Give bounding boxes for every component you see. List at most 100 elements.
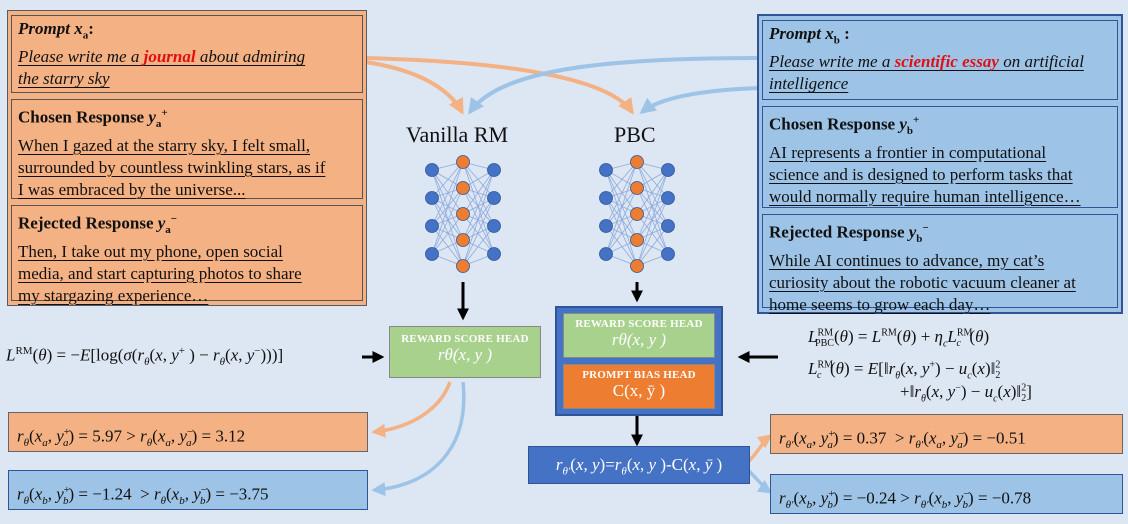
network-edge [636,161,669,199]
network-node [425,191,439,205]
vanilla-rm-label: Vanilla RM [406,122,509,147]
network-edge [636,187,669,227]
reward-head-formula: rθ(x, y ) [611,330,667,349]
vanilla-network-icon [425,155,501,273]
network-node [487,219,501,233]
network-node [599,247,613,261]
network-edge [462,213,495,255]
network-edge [636,213,669,255]
network-edge [431,213,464,255]
prompt-a-box: Prompt xa: Please write me a journal abo… [11,15,363,93]
prompt-bias-head: PROMPT BIAS HEAD C(x, ȳ ) [563,364,715,409]
network-edge [636,169,669,267]
network-edge [462,187,495,227]
network-edge [431,197,464,241]
vanilla-result-a: rθ(xa, y+a) = 5.97 > rθ(xa, y−a) = 3.12 [8,412,368,452]
network-edge [462,161,495,199]
network-node [661,247,675,261]
rejected-a-line: Then, I take out my phone, open social [18,242,283,262]
network-edge [431,161,464,199]
network-node [456,259,470,273]
chosen-a-line: surrounded by countless twinkling stars,… [18,158,326,178]
prompt-a-line-2: the starry sky [18,69,110,89]
network-node [661,163,675,177]
network-edge [431,197,464,267]
network-edge [636,225,669,267]
reward-head-title: REWARD SCORE HEAD [575,318,703,330]
loss-c-equation-line2: +‖rθ(x, y−) − uc(x)‖22] [900,382,1032,405]
network-node [599,219,613,233]
prompt-b-highlight: scientific essay [894,52,999,72]
chosen-b-title: Chosen Response yb+ [769,114,920,138]
prompt-b-line-1: Please write me a scientific essay on ar… [769,52,1084,72]
chosen-b-line: AI represents a frontier in computationa… [769,143,1047,163]
arrow-prompt-b-to-pbc [639,86,761,114]
reward-head-title: REWARD SCORE HEAD [401,333,529,345]
chosen-b-line: science and is designed to perform tasks… [769,165,1073,185]
prompt-b-title: Prompt xb : [769,24,850,47]
network-node [456,207,470,221]
network-node [630,155,644,169]
network-edge [636,169,669,215]
rejected-b-box: Rejected Response yb− While AI continues… [762,214,1118,314]
network-edge [605,169,638,241]
rejected-a-line: media, and start capturing photos to sha… [18,264,302,284]
chosen-a-line: When I gazed at the starry sky, I felt s… [18,136,311,156]
network-edge [431,169,464,241]
rejected-b-line: home seems to grow each day… [769,295,991,315]
network-node [425,163,439,177]
network-node [630,259,644,273]
network-edge [605,225,638,267]
chosen-b-box: Chosen Response yb+ AI represents a fron… [762,106,1118,208]
network-edge [462,161,495,255]
bias-head-title: PROMPT BIAS HEAD [582,369,696,381]
prompt-a-highlight: journal [143,47,196,67]
network-node [661,219,675,233]
network-node [487,191,501,205]
network-edge [636,187,669,255]
pbc-head-frame: REWARD SCORE HEAD rθ(x, y ) PROMPT BIAS … [555,306,723,416]
network-edge [605,197,638,241]
arrow-pbc-to-result-b [746,468,773,494]
vanilla-result-b: rθ(xb, y+b) = −1.24 > rθ(xb, y−b) = −3.7… [8,470,368,510]
network-edge [605,187,638,255]
network-edge [636,161,669,255]
network-edge [462,187,495,255]
rejected-b-title: Rejected Response yb− [769,222,929,246]
network-edge [636,161,669,227]
rejected-b-line: curiosity about the robotic vacuum clean… [769,273,1076,293]
network-edge [462,197,495,267]
network-node [630,233,644,247]
network-node [425,219,439,233]
rejected-a-line: my stargazing experience… [18,286,209,306]
network-edge [462,169,495,215]
pbc-output-box: rθ′(x, y)=rθ(x, y )-C(x, ȳ ) [528,446,750,484]
network-edge [636,197,669,267]
network-node [456,181,470,195]
arrow-vanilla-to-result-a [371,381,452,438]
network-edge [605,161,638,255]
network-edge [462,169,495,267]
network-edge [431,161,464,255]
network-edge [431,225,464,267]
network-edge [605,161,638,227]
network-edge [636,169,669,241]
arrow-pbc-to-result-a [746,434,773,464]
pbc-result-b: rθ′(xb, y+b) = −0.24 > rθ′(xb, y−b) = −0… [770,474,1123,514]
chosen-a-line: I was embraced by the universe... [18,180,246,200]
network-node [425,247,439,261]
loss-pbc-equation: LRMPBC(θ) = LRM(θ) + ηcLRMc (θ) [808,327,990,350]
network-edge [462,161,495,227]
left-example-panel: Prompt xa: Please write me a journal abo… [7,10,367,306]
network-edge [605,213,638,255]
loss-rm-equation: LRM(θ) = −E[log(σ(rθ(x, y+ ) − rθ(x, y−)… [6,345,284,369]
network-edge [605,197,638,267]
network-edge [431,187,464,255]
network-node [599,163,613,177]
prompt-b-box: Prompt xb : Please write me a scientific… [762,20,1118,100]
network-edge [605,169,638,215]
loss-c-equation-line1: LRMc (θ) = E[‖rθ(x, y+) − uc(x)‖22 [808,359,1001,382]
network-edge [431,169,464,215]
network-edge [605,161,638,199]
